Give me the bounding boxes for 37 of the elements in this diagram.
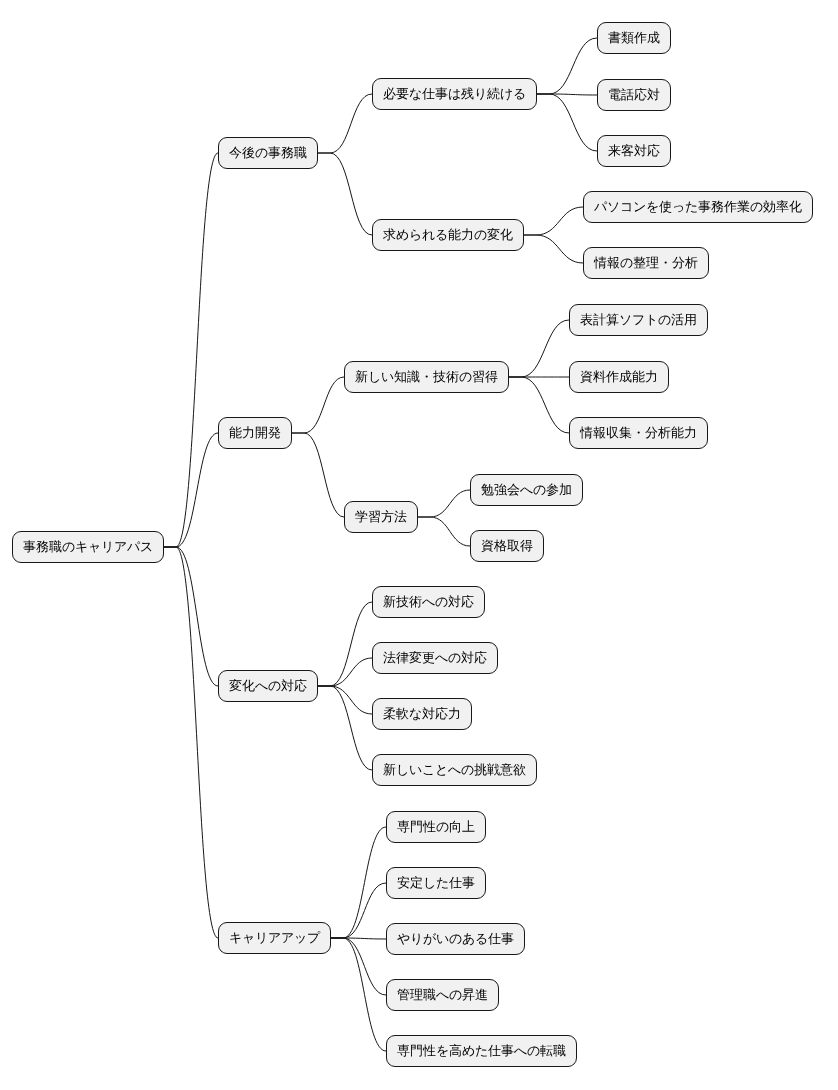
topic-box: 来客対応 <box>597 135 671 167</box>
topic-box: 今後の事務職 <box>218 137 318 169</box>
topic-box: 電話応対 <box>597 79 671 111</box>
connector-line <box>417 516 471 547</box>
connector-line <box>536 93 598 152</box>
connector-line <box>317 152 373 236</box>
connector-line <box>523 234 584 264</box>
topic-box: 柔軟な対応力 <box>372 698 472 730</box>
topic-box: 必要な仕事は残り続ける <box>372 78 537 110</box>
topic-box: 新技術への対応 <box>372 586 485 618</box>
topic-box: 書類作成 <box>597 22 671 54</box>
connector-line <box>291 432 345 518</box>
connector-line <box>508 376 570 434</box>
connector-line <box>163 546 219 939</box>
topic-box: 管理職への昇進 <box>386 979 499 1011</box>
topic-box: 表計算ソフトの活用 <box>569 304 708 336</box>
topic-box: 法律変更への対応 <box>372 642 498 674</box>
topic-box: キャリアアップ <box>218 922 331 954</box>
topic-box: 資料作成能力 <box>569 361 669 393</box>
topic-box: 求められる能力の変化 <box>372 219 524 251</box>
topic-box: 新しいことへの挑戦意欲 <box>372 754 537 786</box>
topic-box: 安定した仕事 <box>386 867 486 899</box>
topic-box: 専門性の向上 <box>386 811 486 843</box>
topic-box: 事務職のキャリアパス <box>12 531 164 563</box>
topic-box: 情報の整理・分析 <box>583 247 709 279</box>
connector-line <box>330 937 387 1052</box>
topic-box: 専門性を高めた仕事への転職 <box>386 1035 577 1067</box>
topic-box: やりがいのある仕事 <box>386 923 525 955</box>
topic-box: 学習方法 <box>344 501 418 533</box>
topic-box: 新しい知識・技術の習得 <box>344 361 509 393</box>
topic-box: パソコンを使った事務作業の効率化 <box>583 191 813 223</box>
topic-box: 情報収集・分析能力 <box>569 417 708 449</box>
topic-box: 勉強会への参加 <box>470 474 583 506</box>
topic-box: 資格取得 <box>470 530 544 562</box>
topic-box: 変化への対応 <box>218 670 318 702</box>
topic-box: 能力開発 <box>218 417 292 449</box>
connector-line <box>317 685 373 771</box>
